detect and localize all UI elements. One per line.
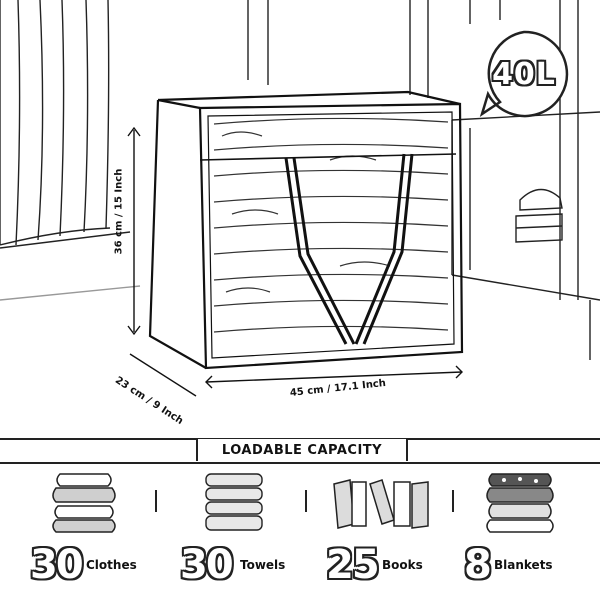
capacity-item-clothes: 30 Clothes [20,470,170,600]
towels-label: Towels [240,558,286,572]
capacity-title: LOADABLE CAPACITY [196,439,408,461]
item-separator [305,490,307,512]
capacity-badge-text: 40L [492,56,556,92]
folded-clothes-icon [52,473,116,533]
clothes-count: 30 [30,542,84,588]
capacity-item-books: 25 Books [318,470,468,600]
capacity-badge [479,30,569,118]
item-separator [452,490,454,512]
item-separator [155,490,157,512]
towel-stack-icon [205,473,263,531]
capacity-items: 30 Clothes 30 Towels [0,470,600,600]
blankets-count: 8 [464,542,492,588]
books-label: Books [382,558,423,572]
capacity-item-blankets: 8 Blankets [462,470,600,600]
blankets-label: Blankets [494,558,553,572]
height-dimension-label: 36 cm / 15 Inch [113,168,125,255]
blanket-stack-icon [486,473,554,533]
capacity-divider-bottom [0,462,600,464]
clothes-label: Clothes [86,558,137,572]
capacity-item-towels: 30 Towels [170,470,320,600]
towels-count: 30 [180,542,234,588]
books-count: 25 [326,542,380,588]
books-icon [333,479,429,529]
